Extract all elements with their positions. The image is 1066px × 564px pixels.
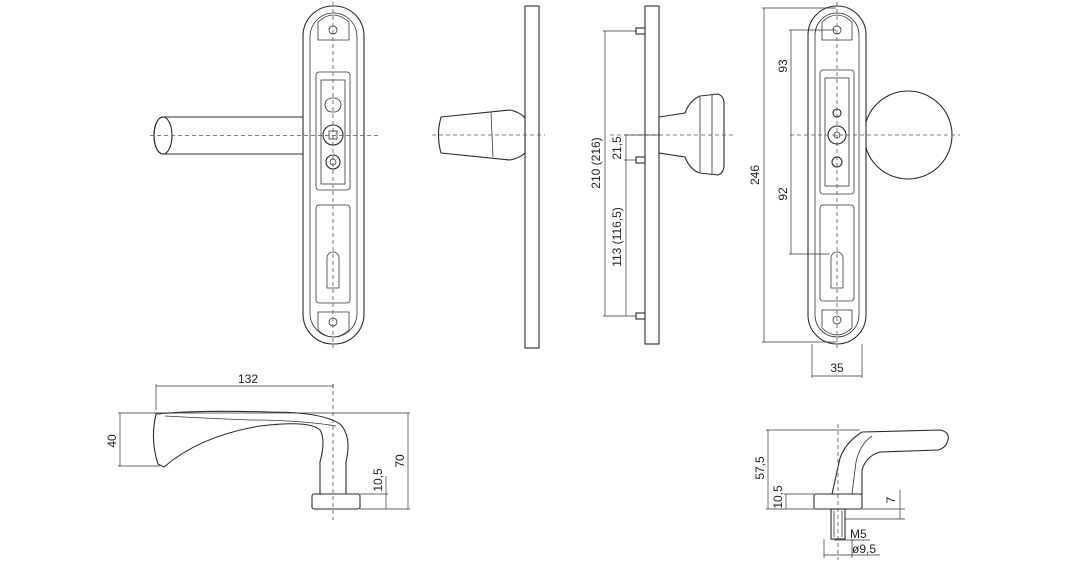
dim-knob-height: 57,5 (753, 456, 767, 480)
dim-rose-height-knob: 10,5 (771, 485, 785, 509)
dim-spacing-upper: 21,5 (610, 136, 624, 160)
lever-profile-view (118, 384, 410, 520)
dim-rose-offset: 7 (884, 496, 898, 503)
dim-lever-height: 40 (105, 434, 119, 448)
dim-upper-distance: 93 (776, 59, 790, 73)
front-view-lever-plate (150, 2, 378, 348)
knob-profile-view (766, 424, 949, 560)
dim-spacing-lower: 113 (116,5) (610, 207, 624, 267)
dim-lever-length: 132 (238, 372, 258, 386)
dim-overall-height: 246 (748, 165, 762, 185)
dim-lever-total-height: 70 (393, 454, 407, 468)
dim-thread: M5 (850, 527, 867, 541)
dim-plate-width: 35 (830, 361, 844, 375)
side-view-lever-plate (432, 5, 545, 349)
dim-center-distance: 210 (216) (589, 137, 603, 188)
dim-spindle-diameter: ø9,5 (852, 542, 876, 556)
front-view-knob-plate (762, 2, 960, 378)
dim-rose-height-lever: 10,5 (371, 468, 385, 492)
side-view-knob-plate (603, 5, 735, 345)
dim-lower-distance: 92 (776, 187, 790, 201)
